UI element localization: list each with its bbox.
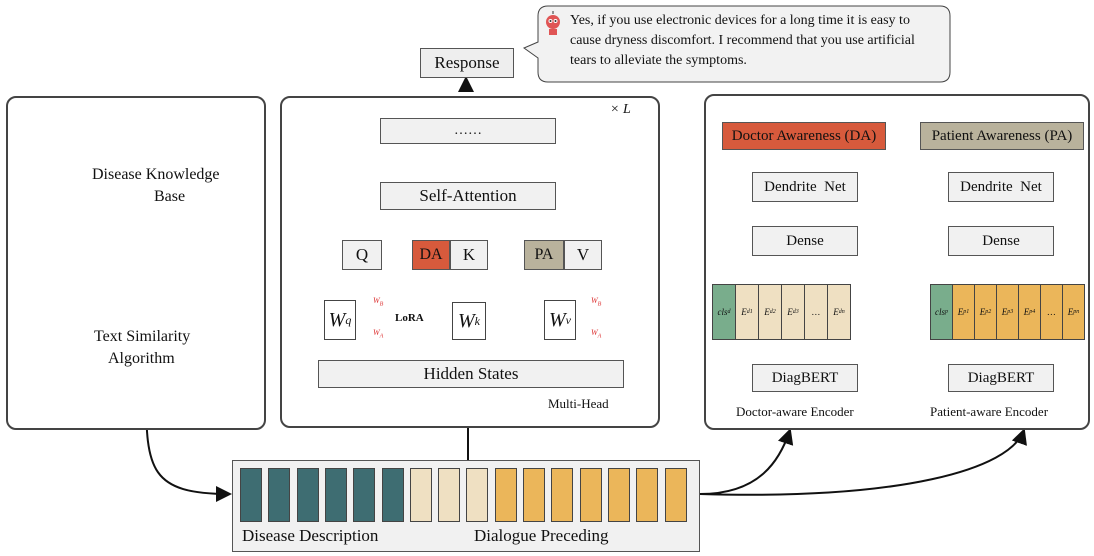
doctor-dense-box: Dense: [752, 226, 858, 256]
doctor-dendrite-box: Dendrite Net: [752, 172, 858, 202]
patient-dendrite-label: Dendrite Net: [960, 178, 1042, 195]
hidden-states-box: Hidden States: [318, 360, 624, 388]
hidden-states-label: Hidden States: [423, 364, 519, 383]
q-box: Q: [342, 240, 382, 270]
pa-chip: PA: [524, 240, 564, 270]
self-attention-label: Self-Attention: [419, 186, 517, 205]
lora-b-q: WB: [373, 296, 384, 308]
doctor-awareness-box: Doctor Awareness (DA): [722, 122, 886, 150]
kb-line1: Disease Knowledge: [92, 166, 220, 183]
sequence-token-cell: [296, 468, 319, 522]
patient-dense-box: Dense: [948, 226, 1054, 256]
wk-sub: k: [474, 313, 480, 328]
sequence-token-cell: [551, 468, 574, 522]
patient-awareness-box: Patient Awareness (PA): [920, 122, 1084, 150]
patient-encoder-caption: Patient-aware Encoder: [930, 404, 1049, 419]
sequence-token-cell: [636, 468, 659, 522]
pa-chip-label: PA: [534, 246, 554, 263]
doctor-dendrite-label: Dendrite Net: [764, 178, 846, 195]
doctor-diagbert-box: DiagBERT: [752, 364, 858, 392]
robot-avatar-icon: [546, 11, 560, 35]
speech-bubble: [522, 5, 951, 83]
repeat-label: × L: [610, 102, 631, 117]
ellipsis-label: ……: [454, 123, 482, 138]
sequence-token-cell: [409, 468, 432, 522]
sequence-token-cell: [268, 468, 291, 522]
bubble-text: Yes, if you use electronic devices for a…: [570, 13, 915, 68]
kb-line2: Base: [154, 188, 186, 205]
da-chip: DA: [412, 240, 450, 270]
response-label: Response: [434, 53, 500, 72]
doctor-diagbert-label: DiagBERT: [771, 369, 839, 386]
lora-a-q: WA: [373, 328, 384, 340]
sequence-token-cell: [607, 468, 630, 522]
response-box: Response: [420, 48, 514, 78]
knowledge-panel: [6, 96, 266, 430]
embedding-token-cell: …: [1040, 284, 1063, 340]
doctor-awareness-label: Doctor Awareness (DA): [731, 127, 877, 144]
patient-awareness-label: Patient Awareness (PA): [931, 127, 1073, 144]
k-label: K: [462, 245, 476, 264]
sequence-token-cell: [494, 468, 517, 522]
wq-sub: q: [345, 312, 352, 327]
sequence-token-cell: [438, 468, 461, 522]
algo-line1: Text Similarity: [94, 328, 191, 345]
k-box: K: [450, 240, 488, 270]
sequence-token-cell: [353, 468, 376, 522]
sequence-token-cell: [664, 468, 687, 522]
sequence-token-cell: [523, 468, 545, 522]
multi-head-label: Multi-Head: [548, 396, 609, 411]
wq-base: W: [328, 308, 346, 331]
sequence-token-row: [240, 468, 696, 522]
patient-dendrite-box: Dendrite Net: [948, 172, 1054, 202]
embedding-token-cell: …: [804, 284, 828, 340]
self-attention-box: Self-Attention: [380, 182, 556, 210]
sequence-token-cell: [579, 468, 602, 522]
wv-sub: v: [565, 312, 571, 327]
doctor-encoder-caption: Doctor-aware Encoder: [736, 404, 854, 419]
patient-dense-label: Dense: [982, 232, 1020, 249]
patient-diagbert-box: DiagBERT: [948, 364, 1054, 392]
lora-b-v: WB: [591, 296, 602, 308]
v-box: V: [564, 240, 602, 270]
dialogue-preceding-label: Dialogue Preceding: [474, 526, 609, 545]
algo-line2: Algorithm: [108, 350, 175, 367]
v-label: V: [576, 245, 590, 264]
sequence-token-cell: [324, 468, 347, 522]
da-chip-label: DA: [419, 246, 443, 263]
doctor-dense-label: Dense: [786, 232, 824, 249]
ellipsis-box: ……: [380, 118, 556, 144]
lora-a-v: WA: [591, 328, 602, 340]
q-label: Q: [355, 245, 369, 264]
wv-base: W: [549, 308, 566, 331]
lora-label: LoRA: [395, 312, 424, 324]
sequence-token-cell: [466, 468, 489, 522]
patient-diagbert-label: DiagBERT: [967, 369, 1035, 386]
sequence-token-cell: [240, 468, 262, 522]
sequence-token-cell: [381, 468, 404, 522]
disease-description-label: Disease Description: [242, 526, 379, 545]
wk-base: W: [458, 309, 475, 332]
